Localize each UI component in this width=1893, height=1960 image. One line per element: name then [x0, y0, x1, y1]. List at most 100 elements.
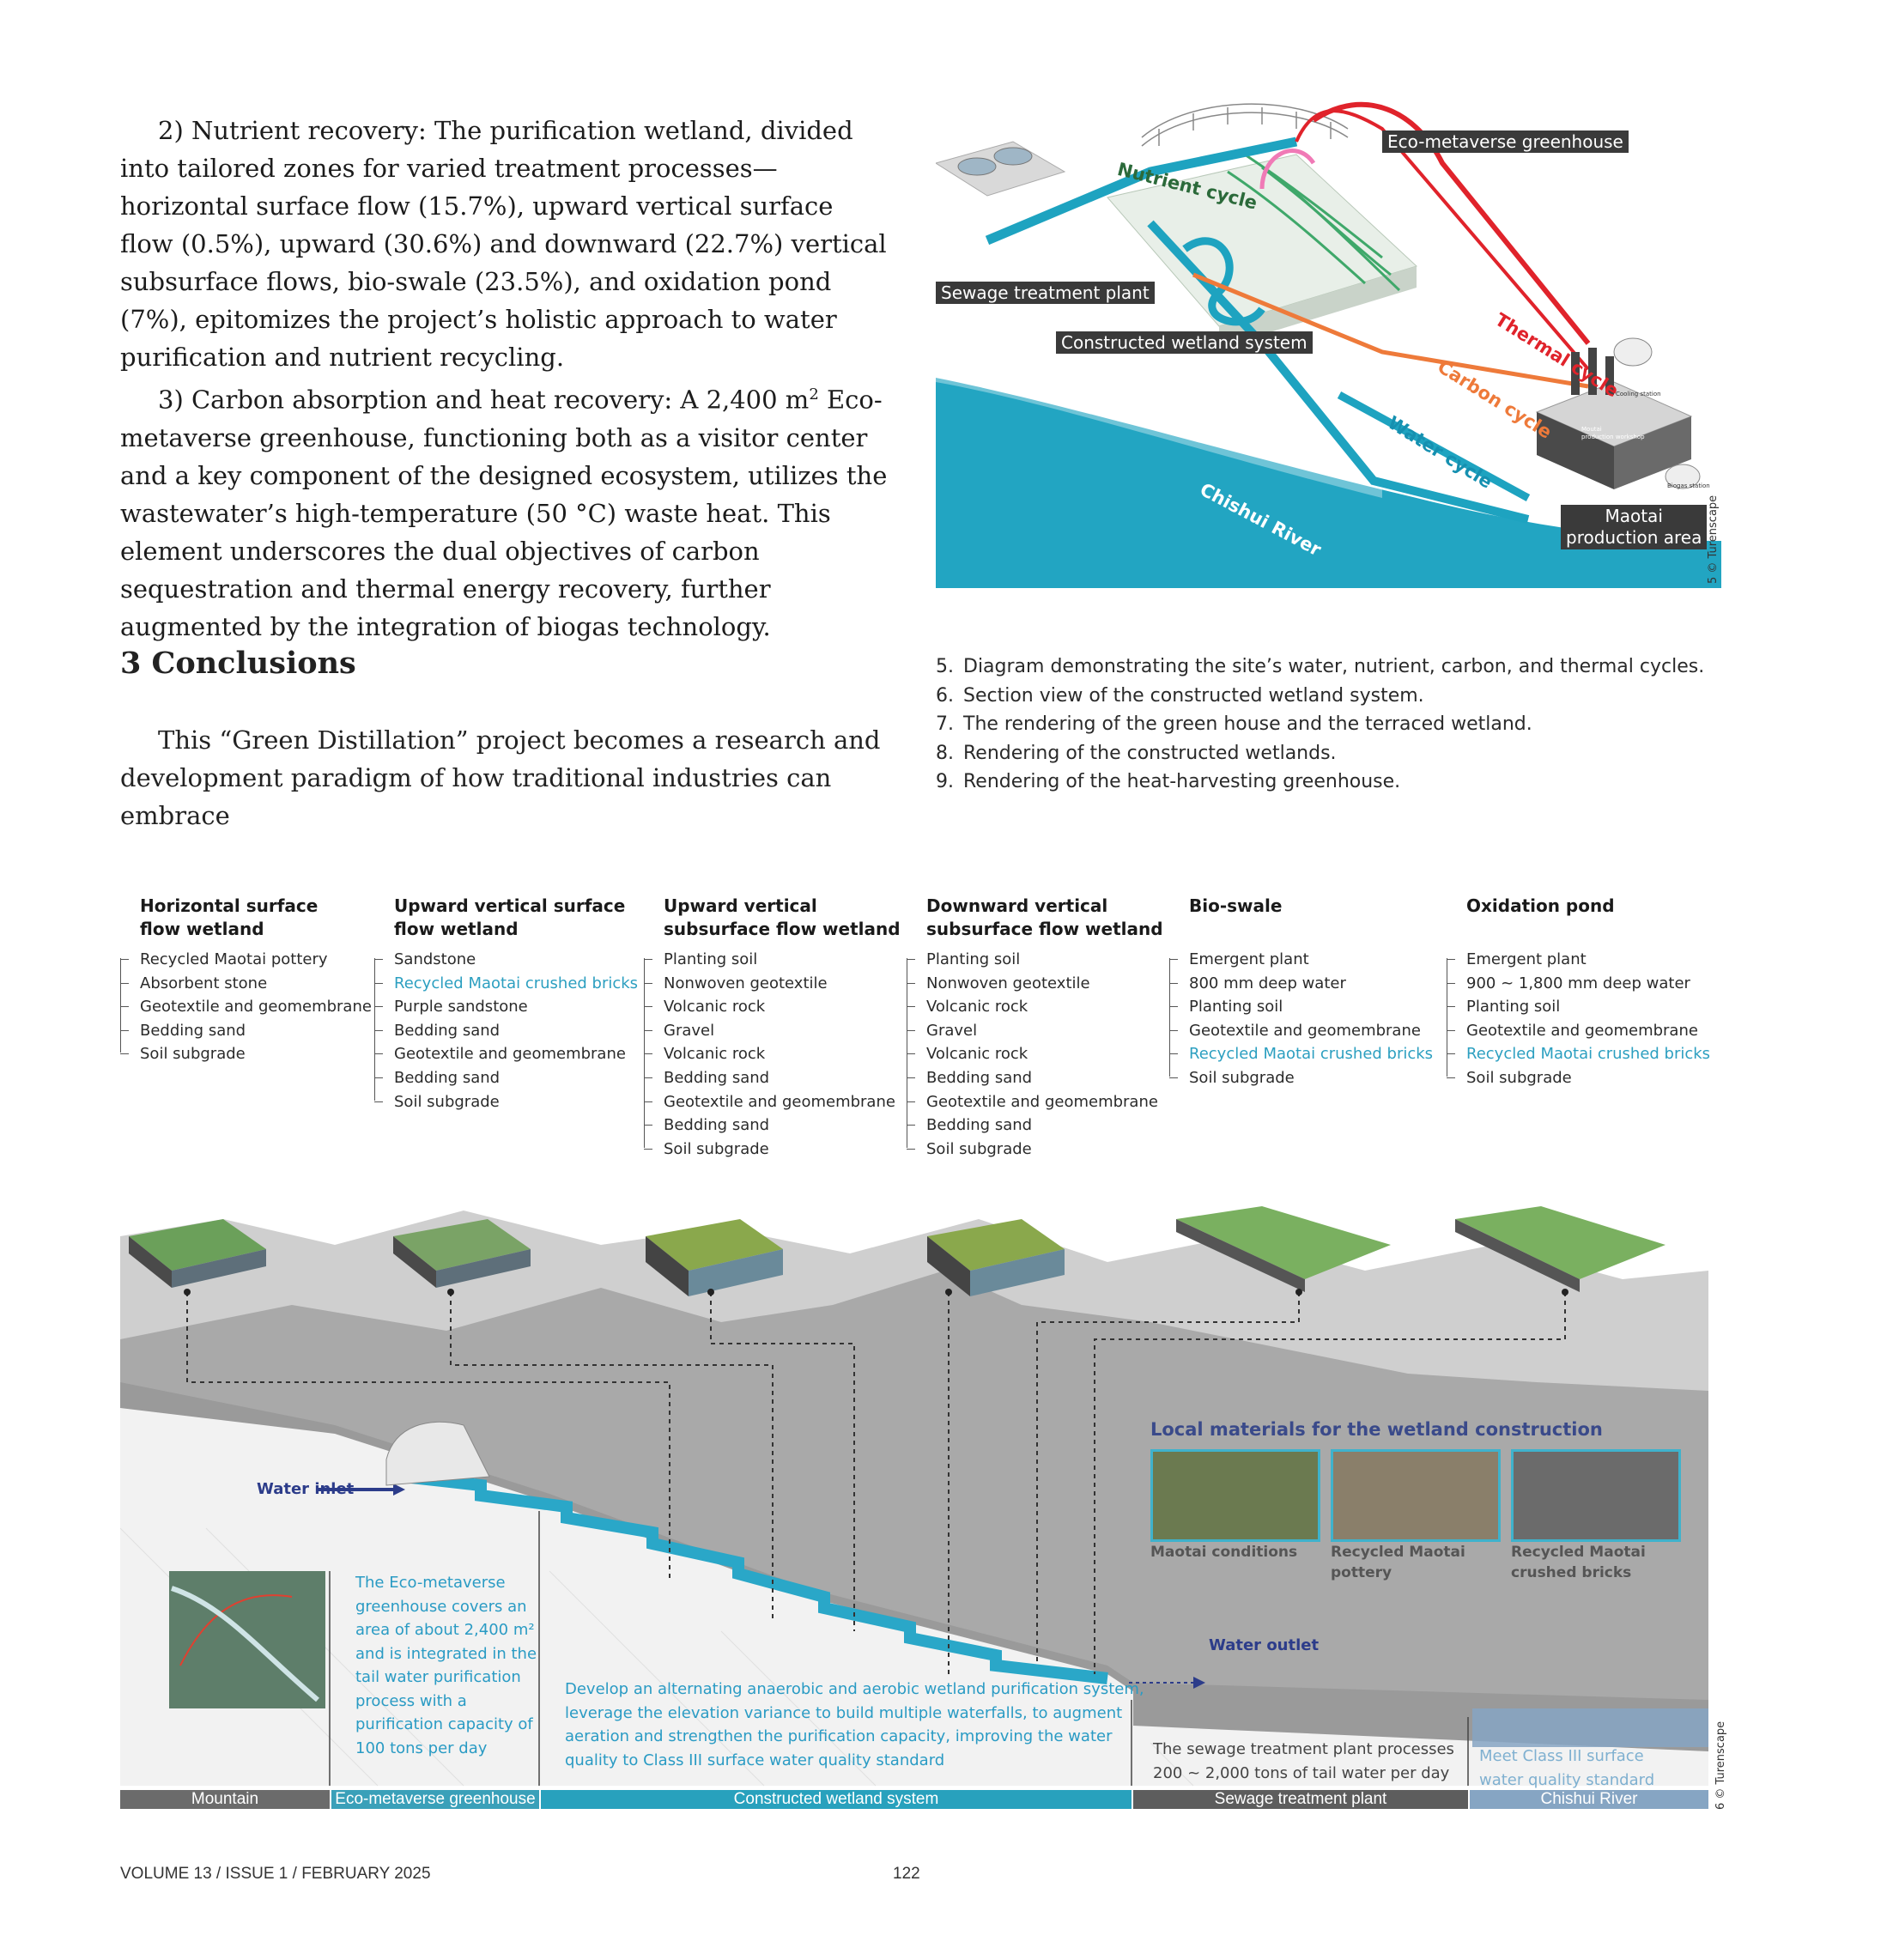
note-line: 100 tons per day — [355, 1739, 488, 1757]
layer-item: Emergent plant — [1169, 948, 1433, 972]
layer-item-text: Recycled Maotai crushed bricks — [394, 974, 639, 992]
label-workshop-line2: production workshop — [1581, 434, 1645, 440]
caption-number: 8. — [936, 742, 954, 764]
layer-tick — [907, 1148, 915, 1150]
layer-item-text: Volcanic rock — [926, 1045, 1028, 1064]
caption-text: Rendering of the constructed wetlands. — [963, 742, 1337, 764]
note-line: purification capacity of — [355, 1715, 533, 1733]
caption-item: 7.The rendering of the green house and t… — [936, 710, 1743, 739]
note-line: leverage the elevation variance to build… — [565, 1703, 1123, 1722]
layer-item-text: Soil subgrade — [1466, 1068, 1572, 1087]
layer-item-text: Emergent plant — [1189, 950, 1309, 968]
layer-item: Volcanic rock — [644, 1042, 901, 1066]
note-line: process with a — [355, 1691, 467, 1710]
layer-tick — [907, 982, 915, 984]
layer-item-text: Volcanic rock — [664, 1045, 766, 1064]
label-water-inlet: Water inlet — [257, 1480, 355, 1498]
layer-tick — [1169, 1053, 1178, 1055]
layer-column-title: Upward vertical — [664, 895, 817, 916]
planter-renderings — [129, 1206, 1665, 1296]
page-number: 122 — [893, 1865, 920, 1883]
caption-text: Section view of the constructed wetland … — [963, 684, 1424, 707]
layer-tick — [1169, 982, 1178, 984]
label-local-materials: Local materials for the wetland construc… — [1150, 1419, 1603, 1440]
label-water-outlet: Water outlet — [1209, 1636, 1320, 1654]
section-graphic — [120, 1206, 1708, 1787]
label-workshop-line1: Moutai — [1581, 426, 1602, 433]
layer-tick — [907, 1006, 915, 1008]
note-line: greenhouse covers an — [355, 1597, 527, 1616]
layer-tick — [907, 1029, 915, 1031]
layer-column-subtitle: subsurface flow wetland — [664, 919, 901, 939]
note-line: aeration and strengthen the purification… — [565, 1727, 1113, 1745]
layer-tick — [120, 1006, 129, 1008]
layer-item-text: Geotextile and geomembrane — [394, 1045, 626, 1064]
caption-text: Diagram demonstrating the site’s water, … — [963, 656, 1705, 677]
caption-item: 5.Diagram demonstrating the site’s water… — [936, 652, 1743, 682]
label-maotai-area: Maotai production area — [1561, 505, 1708, 549]
layer-item-text: Bedding sand — [394, 1021, 501, 1040]
band-greenhouse: Eco-metaverse greenhouse — [331, 1790, 539, 1809]
figure-captions: 5.Diagram demonstrating the site’s water… — [936, 652, 1743, 797]
layer-item: Soil subgrade — [1169, 1066, 1433, 1090]
note-line: Develop an alternating anaerobic and aer… — [565, 1680, 1144, 1698]
caption-number: 6. — [936, 684, 954, 707]
layer-item: Bedding sand — [120, 1019, 372, 1043]
layer-bracket — [120, 958, 130, 1053]
layer-tick — [120, 959, 129, 960]
paragraph-nutrient-recovery: 2) Nutrient recovery: The purification w… — [120, 116, 887, 372]
layer-item: Geotextile and geomembrane — [907, 1090, 1163, 1114]
layer-bracket — [907, 958, 916, 1148]
layer-item: Purple sandstone — [374, 995, 638, 1019]
layer-tick — [374, 1077, 383, 1078]
caption-item: 6. Section view of the constructed wetlan… — [936, 682, 1743, 711]
layer-tick — [644, 959, 652, 960]
layer-item-text: Gravel — [664, 1021, 715, 1040]
layer-item: Emergent plant — [1447, 948, 1710, 972]
layer-tick — [1447, 1029, 1455, 1031]
layer-item-text: Soil subgrade — [394, 1092, 500, 1111]
photo-recycled-bricks — [1511, 1449, 1681, 1542]
layer-tick — [1447, 982, 1455, 984]
layer-column-subtitle: flow wetland — [394, 919, 519, 939]
photo-label-3-line2: crushed bricks — [1511, 1564, 1632, 1581]
layer-bracket — [644, 958, 653, 1148]
note-line: The sewage treatment plant processes — [1153, 1740, 1454, 1758]
layer-bracket — [1447, 958, 1456, 1077]
band-wetland: Constructed wetland system — [541, 1790, 1132, 1809]
layer-item: Recycled Maotai crushed bricks — [1169, 1042, 1433, 1066]
layer-item-text: Geotextile and geomembrane — [926, 1092, 1158, 1111]
paragraph-carbon-part-b: Eco-metaverse greenhouse, functioning bo… — [120, 385, 888, 641]
layer-item-text: Sandstone — [394, 950, 476, 968]
layer-item: Bedding sand — [644, 1066, 901, 1090]
layer-item-text: Recycled Maotai crushed bricks — [1466, 1045, 1711, 1064]
caption-item: 9.Rendering of the heat-harvesting green… — [936, 768, 1743, 797]
layer-tick — [907, 959, 915, 960]
layer-item-text: Volcanic rock — [926, 998, 1028, 1016]
leader-lines — [186, 1292, 1566, 1674]
layer-item: 800 mm deep water — [1169, 972, 1433, 996]
layer-tick — [907, 1125, 915, 1126]
river-shape — [936, 378, 1721, 588]
layer-item: Recycled Maotai pottery — [120, 948, 372, 972]
layer-item: Bedding sand — [907, 1066, 1163, 1090]
layer-item-text: Soil subgrade — [664, 1139, 769, 1158]
layer-tick — [644, 1125, 652, 1126]
layer-item: Soil subgrade — [644, 1138, 901, 1162]
layer-item-text: Nonwoven geotextile — [664, 974, 828, 992]
label-biogas-station: Biogas station — [1667, 482, 1710, 489]
layer-item-text: Bedding sand — [664, 1116, 770, 1135]
label-wetland-system: Constructed wetland system — [1056, 331, 1313, 354]
layer-item-text: Planting soil — [1189, 998, 1283, 1016]
layer-tick — [120, 1053, 129, 1055]
layer-item-text: Soil subgrade — [926, 1139, 1032, 1158]
greenhouse-shape — [385, 1421, 490, 1486]
